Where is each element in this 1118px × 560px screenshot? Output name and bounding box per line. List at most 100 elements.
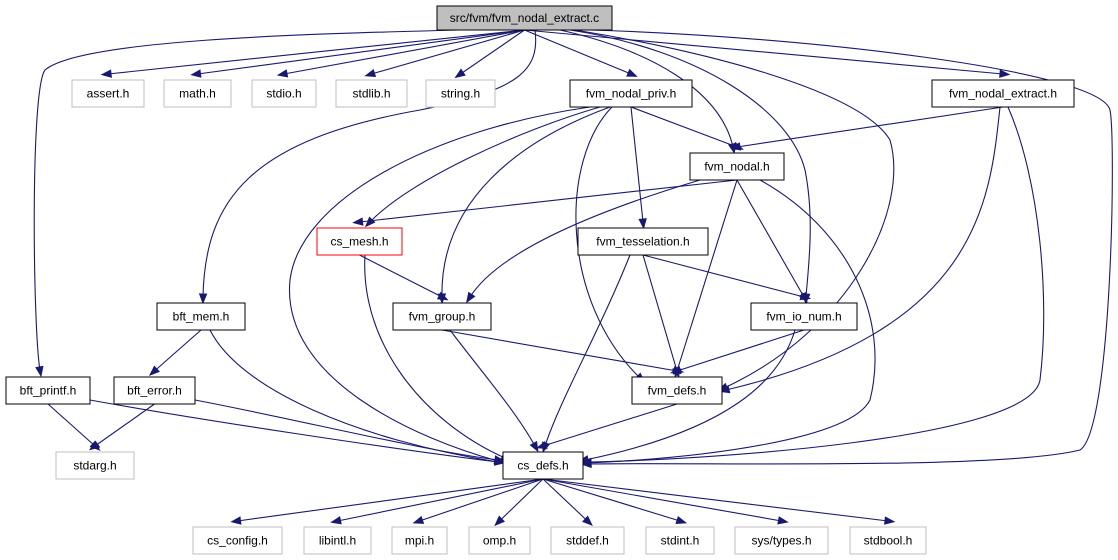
edge-root-to-stdio bbox=[276, 29, 525, 78]
node-box bbox=[734, 526, 829, 555]
node-box bbox=[931, 79, 1075, 108]
node-box bbox=[316, 227, 403, 256]
node-string: string.h bbox=[425, 79, 496, 108]
edge-arrowhead bbox=[330, 516, 342, 525]
node-io-num[interactable]: fvm_io_num.h bbox=[750, 302, 858, 331]
node-fvm-defs[interactable]: fvm_defs.h bbox=[631, 376, 723, 405]
node-omp: omp.h bbox=[468, 526, 531, 555]
node-mpi: mpi.h bbox=[391, 526, 448, 555]
node-label: fvm_nodal_extract.h bbox=[949, 87, 1057, 101]
edge-line bbox=[544, 254, 631, 447]
node-assert: assert.h bbox=[71, 79, 145, 108]
node-bft-mem[interactable]: bft_mem.h bbox=[156, 302, 246, 331]
edge-line bbox=[725, 106, 1001, 391]
edge-line bbox=[676, 329, 805, 372]
edge-line bbox=[197, 29, 525, 75]
node-cs-config: cs_config.h bbox=[192, 526, 283, 555]
edge-line bbox=[542, 478, 681, 522]
node-stdbool: stdbool.h bbox=[849, 526, 927, 555]
edge-line bbox=[89, 399, 499, 463]
edge-line bbox=[283, 29, 525, 75]
node-label: bft_mem.h bbox=[173, 310, 230, 324]
edge-bft_printf-to-cs_defs bbox=[89, 399, 506, 466]
node-label: stddef.h bbox=[566, 534, 609, 548]
node-box bbox=[251, 79, 317, 108]
node-fvm-group[interactable]: fvm_group.h bbox=[392, 302, 492, 331]
edge-root-to-math bbox=[190, 29, 525, 78]
node-label: fvm_tesselation.h bbox=[596, 235, 689, 249]
edge-arrowhead bbox=[276, 69, 289, 78]
node-root[interactable]: src/fvm/fvm_nodal_extract.c bbox=[436, 5, 613, 31]
edge-line bbox=[419, 478, 544, 522]
node-box bbox=[5, 376, 91, 405]
node-label: math.h bbox=[179, 87, 216, 101]
edge-arrowhead bbox=[799, 292, 812, 301]
edge-arrowhead bbox=[364, 68, 377, 78]
edge-cs_mesh-to-cs_defs bbox=[364, 254, 512, 461]
edge-arrowhead bbox=[626, 68, 638, 77]
node-box bbox=[55, 451, 135, 480]
edge-line bbox=[587, 179, 876, 464]
edge-cs_defs-to-cs_config bbox=[230, 478, 544, 525]
edge-line bbox=[371, 29, 525, 75]
node-label: fvm_group.h bbox=[409, 310, 476, 324]
node-label: fvm_defs.h bbox=[648, 384, 707, 398]
node-label: src/fvm/fvm_nodal_extract.c bbox=[450, 11, 599, 25]
node-nodal-extract[interactable]: fvm_nodal_extract.h bbox=[931, 79, 1075, 108]
node-box bbox=[163, 79, 232, 108]
edge-line bbox=[587, 106, 1045, 463]
edge-arrowhead bbox=[100, 69, 112, 78]
node-nodal-priv[interactable]: fvm_nodal_priv.h bbox=[569, 79, 693, 108]
edge-line bbox=[542, 403, 678, 447]
node-cs-defs[interactable]: cs_defs.h bbox=[502, 451, 584, 480]
edge-cs_defs-to-stdint bbox=[542, 478, 688, 525]
node-cs-mesh[interactable]: cs_mesh.h bbox=[316, 227, 403, 256]
edge-line bbox=[369, 106, 601, 223]
edge-line bbox=[736, 179, 805, 298]
node-box bbox=[550, 526, 625, 555]
edge-line bbox=[559, 29, 734, 148]
edge-arrowhead bbox=[494, 455, 506, 464]
edge-arrowhead bbox=[198, 293, 208, 305]
edge-line bbox=[359, 179, 738, 223]
edge-arrowhead bbox=[412, 515, 425, 524]
edge-nodal-to-cs_mesh bbox=[352, 179, 738, 226]
node-label: fvm_nodal.h bbox=[704, 160, 769, 174]
edge-arrowhead bbox=[529, 440, 539, 453]
node-tesselation[interactable]: fvm_tesselation.h bbox=[577, 227, 709, 256]
edge-cs_defs-to-mpi bbox=[412, 478, 544, 524]
edge-line bbox=[584, 329, 796, 461]
node-box bbox=[391, 526, 448, 555]
node-label: cs_config.h bbox=[207, 534, 268, 548]
edge-line bbox=[630, 106, 738, 148]
edge-arrowhead bbox=[190, 69, 202, 78]
edge-root-to-nodal_priv bbox=[524, 29, 638, 77]
edge-fvm_group-to-cs_defs bbox=[449, 329, 539, 453]
node-label: stdio.h bbox=[266, 87, 301, 101]
node-box bbox=[502, 451, 584, 480]
edge-bft_printf-to-stdarg bbox=[47, 403, 101, 451]
node-nodal[interactable]: fvm_nodal.h bbox=[689, 152, 785, 181]
node-label: assert.h bbox=[87, 87, 130, 101]
node-label: bft_printf.h bbox=[20, 384, 77, 398]
node-box bbox=[631, 376, 723, 405]
node-bft-printf[interactable]: bft_printf.h bbox=[5, 376, 91, 405]
node-box bbox=[468, 526, 531, 555]
node-box bbox=[849, 526, 927, 555]
node-label: sys/types.h bbox=[751, 534, 811, 548]
node-bft-error[interactable]: bft_error.h bbox=[113, 376, 196, 405]
node-box bbox=[192, 526, 283, 555]
edge-arrowhead bbox=[638, 218, 647, 230]
edge-tesselation-to-io_num bbox=[642, 254, 812, 301]
node-stdint: stdint.h bbox=[645, 526, 715, 555]
edge-line bbox=[364, 254, 506, 459]
edge-line bbox=[736, 106, 1004, 148]
node-box bbox=[303, 526, 372, 555]
node-label: fvm_nodal_priv.h bbox=[586, 87, 677, 101]
node-label: string.h bbox=[441, 87, 480, 101]
node-box bbox=[436, 5, 613, 31]
edge-nodal_extract-to-nodal bbox=[729, 106, 1004, 151]
edge-root-to-stdlib bbox=[364, 29, 525, 78]
node-libintl: libintl.h bbox=[303, 526, 372, 555]
edge-nodal_priv-to-tesselation bbox=[630, 106, 647, 230]
